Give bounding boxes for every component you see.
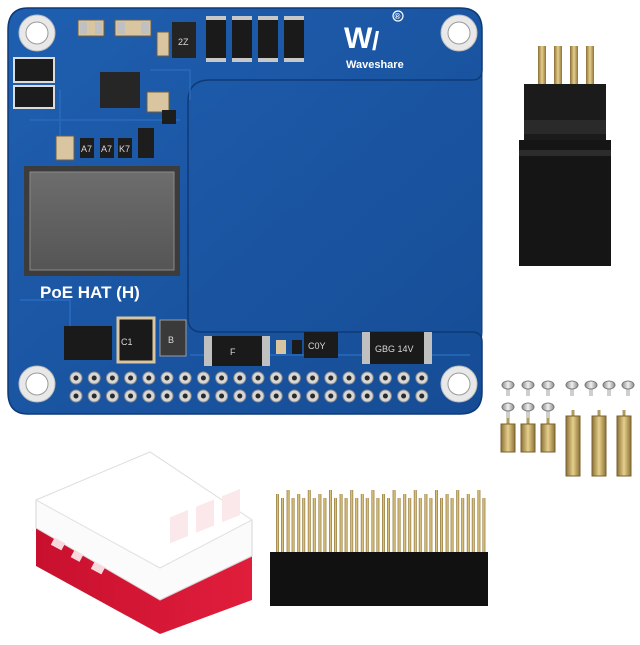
svg-text:2Z: 2Z (178, 37, 189, 47)
screw (501, 402, 515, 412)
svg-text:F: F (230, 347, 236, 357)
svg-text:C0Y: C0Y (308, 341, 326, 351)
header-pin (424, 494, 428, 554)
screw (621, 380, 635, 390)
pcb-outline (7, 7, 483, 415)
case-port-2 (196, 499, 214, 533)
registered-mark: ® (395, 12, 401, 21)
standoff (540, 423, 556, 453)
case (34, 451, 253, 634)
svg-text:/: / (372, 26, 379, 56)
header-pin (329, 490, 332, 554)
svg-text:GBG 14V: GBG 14V (375, 344, 414, 354)
svg-text:B: B (168, 335, 174, 345)
header-pin (276, 494, 279, 554)
case-red-body (36, 522, 252, 634)
bottom-left-components: C1 B F C0Y GBG 14V (64, 316, 432, 366)
header-pin (286, 490, 290, 554)
header-pin (413, 490, 417, 554)
svg-text:C1: C1 (121, 337, 133, 347)
case-port-1 (170, 510, 188, 544)
screws-and-standoffs (500, 380, 635, 477)
header-pin (435, 490, 438, 554)
header-pin (445, 494, 449, 554)
mounting-hole-bl (18, 365, 56, 403)
mounting-hole-br (440, 365, 478, 403)
header-pin (392, 490, 396, 554)
header-pin (307, 490, 311, 554)
gpio-holes (69, 371, 429, 403)
screw (541, 380, 555, 390)
screw (501, 380, 515, 390)
case-port-3 (222, 489, 240, 523)
screw (521, 380, 535, 390)
header-pin (339, 494, 343, 554)
transformer (24, 166, 180, 276)
standoff (565, 415, 581, 477)
standoff (591, 415, 607, 477)
header-pin (297, 494, 301, 554)
header-body (270, 552, 488, 606)
header-pin (466, 494, 470, 554)
brand-label: Waveshare (346, 59, 404, 71)
svg-text:A7: A7 (101, 144, 112, 154)
screw (541, 402, 555, 412)
poe-hat-board: W / ® Waveshare 2Z (7, 7, 483, 415)
screw (584, 380, 598, 390)
standoff (520, 423, 536, 453)
diode-row (206, 16, 304, 62)
logo-mark: W (344, 22, 373, 55)
pin-header-extension (270, 490, 488, 606)
model-label: PoE HAT (H) (40, 283, 140, 302)
mounting-hole-tl (18, 14, 56, 52)
jumper-cap (519, 46, 611, 266)
header-pin (403, 494, 407, 554)
mounting-hole-tr (440, 14, 478, 52)
svg-text:A7: A7 (81, 144, 92, 154)
header-pin (360, 494, 364, 554)
header-pin (456, 490, 460, 554)
screw (602, 380, 616, 390)
standoff (616, 415, 632, 477)
top-components: 2Z (77, 19, 196, 58)
header-pin (350, 490, 354, 554)
left-components: A7 A7 K7 (13, 57, 176, 161)
header-pin (318, 494, 322, 554)
standoff (500, 423, 516, 453)
header-pin (371, 490, 375, 554)
waveshare-logo: W / ® Waveshare (344, 10, 404, 71)
screw (521, 402, 535, 412)
svg-text:K7: K7 (119, 144, 130, 154)
header-pin (477, 490, 481, 554)
screw (565, 380, 579, 390)
header-pin (382, 494, 385, 554)
